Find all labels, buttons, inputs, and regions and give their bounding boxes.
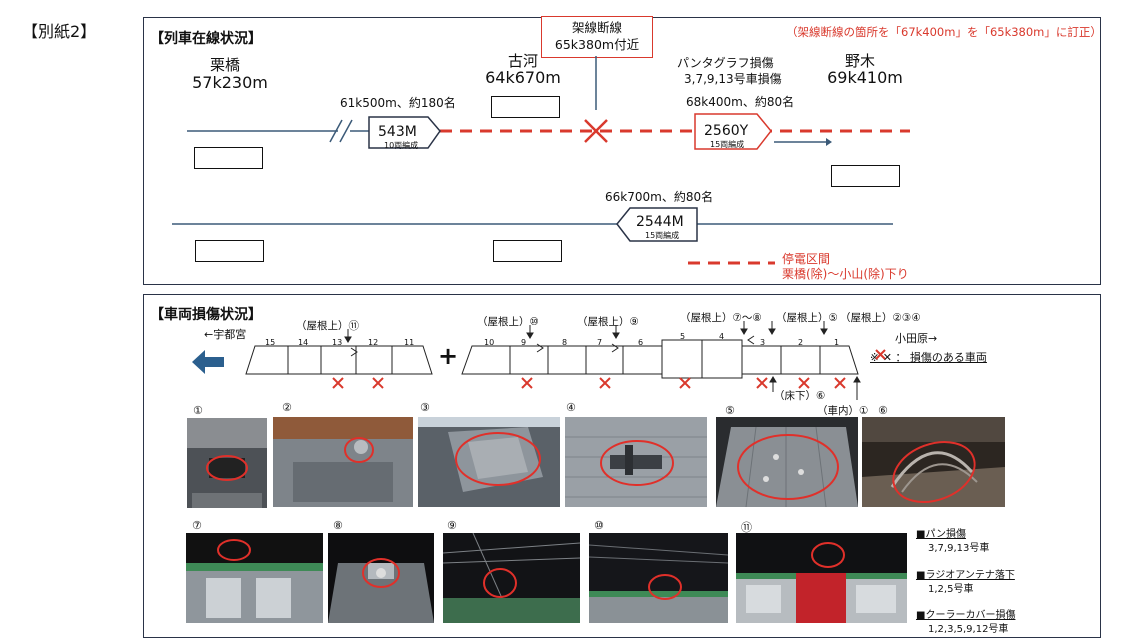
car-number: 12 [368, 338, 378, 347]
photo-7-side [186, 533, 323, 623]
legend-antenna-fall: ■ラジオアンテナ落下 1,2,5号車 [916, 569, 1015, 597]
photo-1-interior [187, 418, 267, 508]
photo-3-cooler-cover [418, 417, 560, 507]
photo-number-2: ② [282, 401, 292, 414]
car-number: 4 [719, 332, 724, 341]
car-number: 8 [562, 338, 567, 347]
legend-antenna-fall-body: 1,2,5号車 [916, 583, 1015, 597]
car-number: 6 [638, 338, 643, 347]
car-set1-outline [246, 346, 432, 374]
photo-number-4: ④ [566, 401, 576, 414]
photo-10-overhead [589, 533, 728, 623]
car-number: 13 [332, 338, 342, 347]
car-number: 2 [798, 338, 803, 347]
photo-number-9: ⑨ [447, 519, 457, 532]
car-number: 1 [834, 338, 839, 347]
legend-cooler-cover-head: ■クーラーカバー損傷 [916, 609, 1015, 623]
legend-antenna-fall-head: ■ラジオアンテナ落下 [916, 569, 1015, 583]
photo-number-1: ① [193, 404, 203, 417]
car-number: 9 [521, 338, 526, 347]
car-number: 10 [484, 338, 494, 347]
car-5-double-deck [662, 340, 702, 378]
photo-number-3: ③ [420, 401, 430, 414]
car-set2-outline [462, 346, 858, 374]
photo-number-6: ⑥ [878, 404, 888, 417]
photo-number-10: ⑩ [594, 519, 604, 532]
legend-cooler-cover: ■クーラーカバー損傷 1,2,3,5,9,12号車 [916, 609, 1015, 637]
car-number: 7 [597, 338, 602, 347]
car-4-double-deck [702, 340, 742, 378]
car-number: 3 [760, 338, 765, 347]
photo-9-overhead [443, 533, 580, 623]
photo-6-underfloor [862, 417, 1005, 507]
photo-number-5: ⑤ [725, 404, 735, 417]
photo-number-7: ⑦ [192, 519, 202, 532]
legend-pan-damage-body: 3,7,9,13号車 [916, 542, 989, 556]
car-number: 14 [298, 338, 308, 347]
legend-pan-damage: ■パン損傷 3,7,9,13号車 [916, 528, 989, 556]
photo-2-roof-antenna [273, 417, 413, 507]
legend-cooler-cover-body: 1,2,3,5,9,12号車 [916, 623, 1015, 637]
photo-5-roof-night [716, 417, 858, 507]
photo-number-8: ⑧ [333, 519, 343, 532]
interior-label-1: （車内）① [817, 403, 868, 418]
car-number: 5 [680, 332, 685, 341]
car-number: 11 [404, 338, 414, 347]
photo-4-roof-part [565, 417, 707, 507]
photo-11-side [736, 533, 907, 623]
photo-8-roof-night [328, 533, 434, 623]
car-number: 15 [265, 338, 275, 347]
car-formation-diagram [0, 0, 1138, 400]
legend-pan-damage-head: ■パン損傷 [916, 528, 989, 542]
